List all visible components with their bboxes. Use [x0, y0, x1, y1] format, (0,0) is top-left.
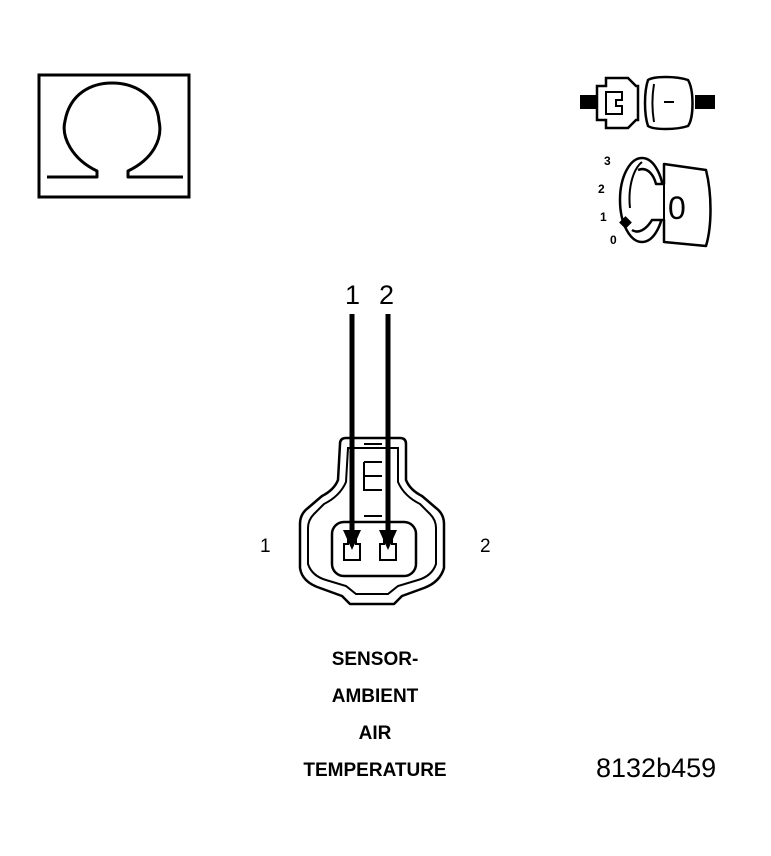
ignition-switch-icon: [612, 150, 718, 254]
caption-line-1: SENSOR-: [331, 649, 419, 670]
ignition-key-label: 0: [668, 190, 686, 226]
ohmmeter-icon: [37, 73, 193, 201]
ignition-position-0: 0: [610, 233, 617, 247]
ignition-position-3: 3: [604, 154, 611, 168]
caption-line-3: AIR: [358, 723, 392, 744]
figure-id: 8132b459: [596, 753, 717, 783]
ignition-position-1: 1: [600, 210, 607, 224]
caption-line-2: AMBIENT: [331, 686, 419, 707]
component-caption: SENSOR- AMBIENT AIR TEMPERATURE: [270, 641, 480, 789]
disconnected-connector-icon: [578, 74, 718, 134]
cavity-label-pin-2: 2: [480, 536, 491, 557]
caption-line-4: TEMPERATURE: [303, 760, 447, 781]
sensor-connector: [292, 312, 454, 612]
probe-label-pin-2: 2: [379, 280, 395, 310]
cavity-label-pin-1: 1: [260, 536, 271, 557]
ignition-position-2: 2: [598, 182, 605, 196]
probe-label-pin-1: 1: [345, 280, 361, 310]
